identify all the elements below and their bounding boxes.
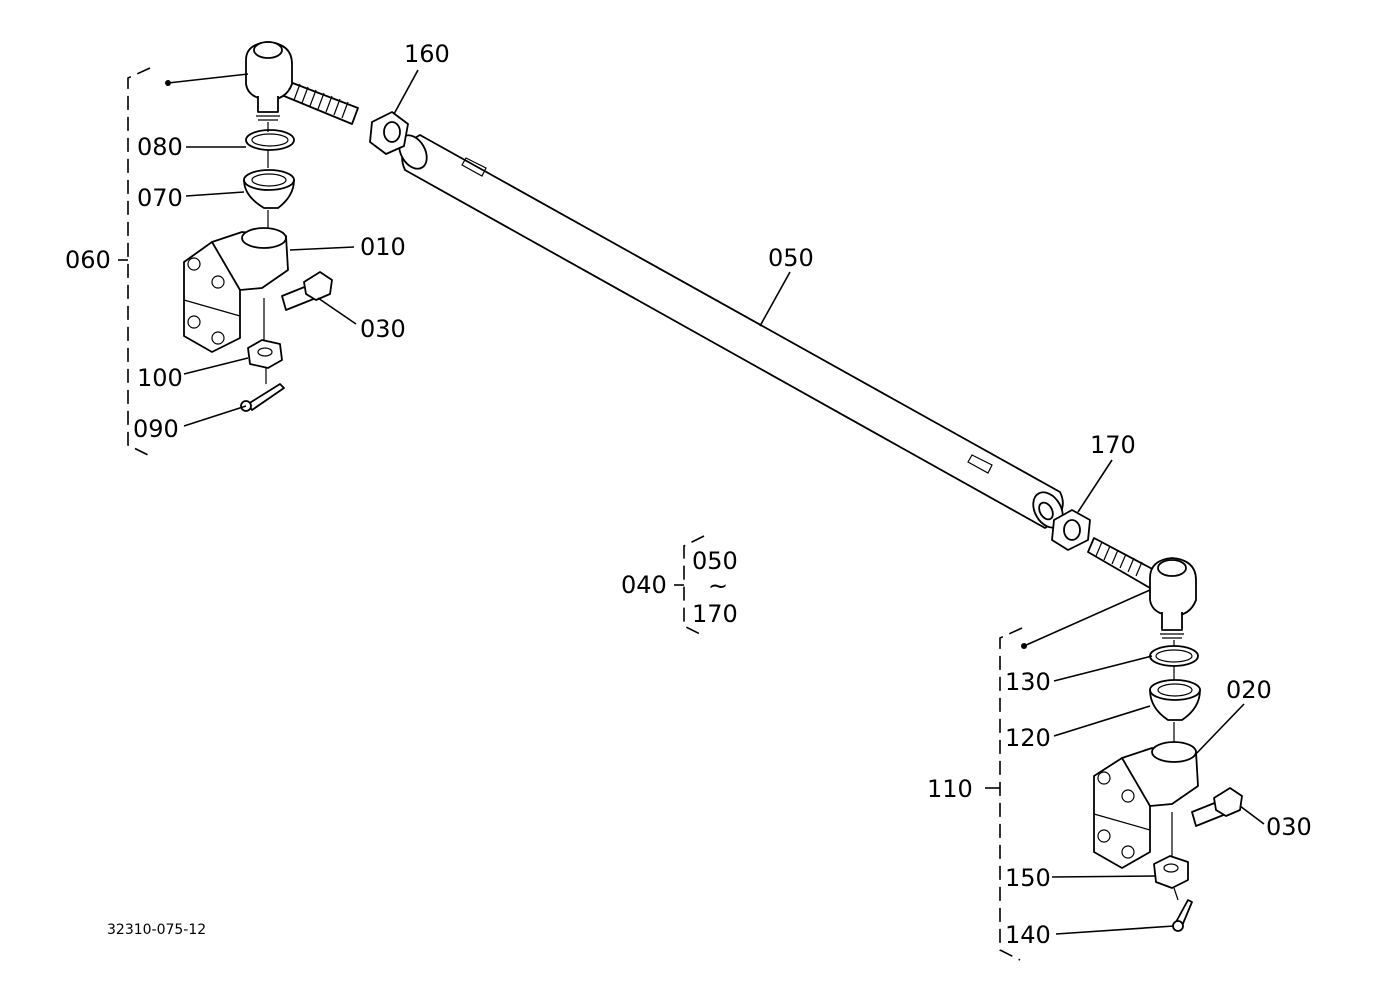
label-060: 060: [65, 246, 111, 274]
dust-seal-left[interactable]: [245, 129, 295, 151]
label-050: 050: [768, 244, 814, 272]
group-bracket-110: [985, 589, 1151, 961]
label-170: 170: [1090, 431, 1136, 459]
cotter-pin-right[interactable]: [1172, 899, 1193, 932]
boot-left[interactable]: [243, 169, 295, 209]
label-070: 070: [137, 184, 183, 212]
tie-rod-end-left[interactable]: [245, 41, 359, 125]
lock-nut-160[interactable]: [369, 111, 409, 155]
label-030-left: 030: [360, 315, 406, 343]
bolt-right[interactable]: [1191, 787, 1243, 827]
knuckle-arm-left[interactable]: [183, 227, 289, 353]
bolt-left[interactable]: [281, 271, 333, 311]
figure-number: 32310-075-12: [107, 922, 206, 938]
knuckle-arm-right[interactable]: [1093, 741, 1199, 869]
cotter-pin-left[interactable]: [240, 383, 285, 412]
label-040: 040: [621, 571, 667, 599]
label-090: 090: [133, 415, 179, 443]
group-bracket-040: [674, 535, 705, 637]
label-140: 140: [1005, 921, 1051, 949]
label-020: 020: [1226, 676, 1272, 704]
label-120: 120: [1005, 724, 1051, 752]
castle-nut-left[interactable]: [247, 339, 283, 369]
range-from: 050: [692, 547, 738, 575]
label-010: 010: [360, 233, 406, 261]
label-110: 110: [927, 775, 973, 803]
range-tilde: ~: [708, 572, 728, 600]
label-150: 150: [1005, 864, 1051, 892]
leader-lines: [183, 69, 1265, 935]
lock-nut-170[interactable]: [1051, 509, 1091, 551]
assembly-axis-lines: [263, 122, 1179, 901]
label-130: 130: [1005, 668, 1051, 696]
range-to: 170: [692, 600, 738, 628]
tie-rod-end-right[interactable]: [1087, 537, 1197, 639]
tie-rod-tube[interactable]: [394, 130, 1069, 533]
label-100: 100: [137, 364, 183, 392]
label-160: 160: [404, 40, 450, 68]
dust-seal-right[interactable]: [1149, 645, 1199, 667]
label-080: 080: [137, 133, 183, 161]
castle-nut-right[interactable]: [1153, 855, 1189, 889]
boot-right[interactable]: [1149, 679, 1201, 721]
group-bracket-060: [118, 67, 249, 456]
label-030-right: 030: [1266, 813, 1312, 841]
